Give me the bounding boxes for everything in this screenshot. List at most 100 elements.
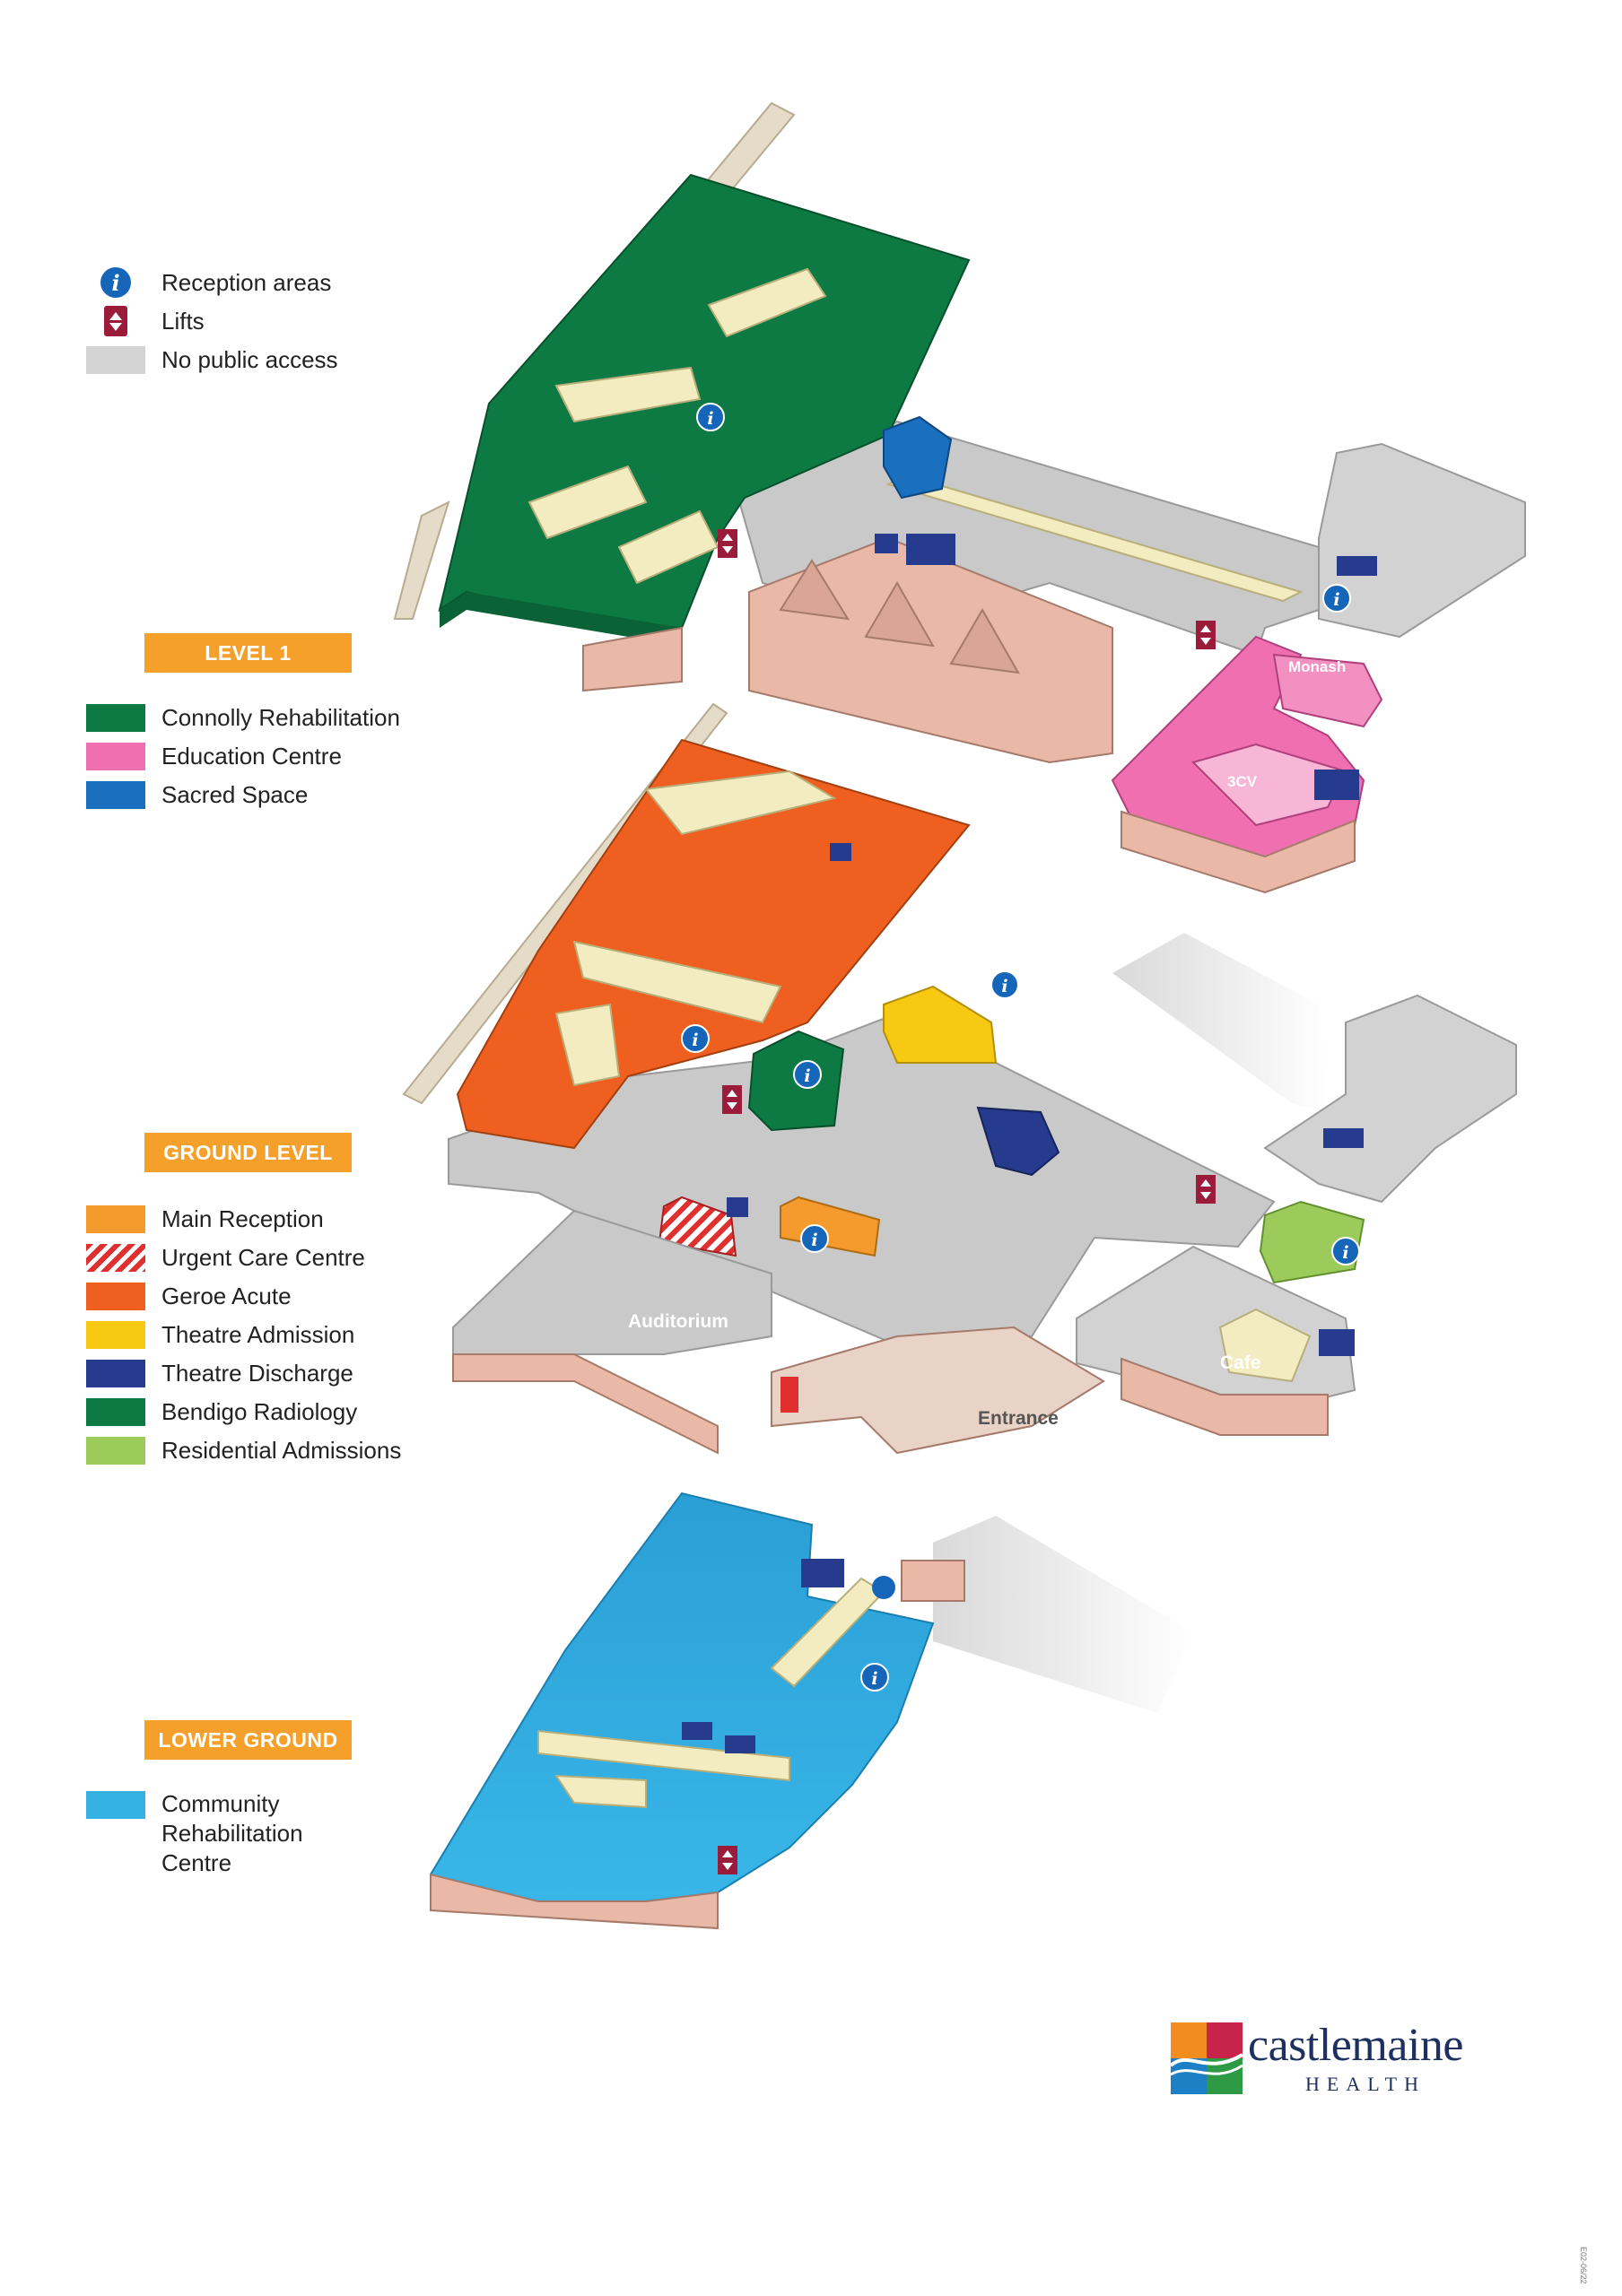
monash-room	[1272, 653, 1383, 728]
legend-label: Theatre Discharge	[161, 1360, 353, 1387]
level1-accessible-sign	[875, 534, 898, 553]
lower-lift	[718, 1846, 737, 1874]
legend-row-lifts: Lifts	[86, 306, 205, 336]
level1-west-base	[582, 626, 683, 692]
theatre-admission-area	[883, 985, 998, 1064]
ground-toilet-sign-1	[830, 843, 851, 861]
legend-row: Sacred Space	[86, 779, 308, 810]
swatch	[86, 1359, 145, 1387]
legend-row: Bendigo Radiology	[86, 1396, 357, 1427]
legend-label: Residential Admissions	[161, 1437, 402, 1464]
swatch-no-public-access	[86, 345, 145, 374]
legend-label: Sacred Space	[161, 781, 309, 808]
ground-map: i i i i i	[402, 702, 1517, 1455]
theatre-discharge-area	[976, 1106, 1060, 1177]
ground-east-wing	[1263, 994, 1517, 1204]
ground-lift-1	[722, 1085, 742, 1114]
legend-label: Education Centre	[161, 743, 342, 770]
cafe-toilet-sign	[1319, 1329, 1355, 1356]
ground-reception-1: i	[681, 1024, 710, 1053]
geroe-courtyard-1	[644, 770, 837, 836]
ground-level-badge: GROUND LEVEL	[144, 1133, 352, 1172]
swatch	[86, 1205, 145, 1233]
education-toilet-sign	[1314, 770, 1359, 800]
auditorium-wall	[452, 1353, 719, 1455]
lower-toilet-sign-2	[725, 1735, 755, 1753]
swatch	[86, 703, 145, 732]
legend-row: Community Rehabilitation Centre	[86, 1789, 323, 1878]
lower-ground-wall	[430, 1873, 719, 1930]
lower-accessible-sign	[872, 1576, 895, 1599]
legend-label: Urgent Care Centre	[161, 1244, 365, 1271]
level1-reception-1: i	[696, 403, 725, 431]
level1-courtyard-1	[554, 366, 702, 423]
document-code: E02-06/22	[1579, 2247, 1588, 2284]
3cv-label: 3CV	[1227, 773, 1258, 790]
sacred-space-area	[883, 415, 953, 500]
legend-row: Education Centre	[86, 741, 342, 771]
svg-text:i: i	[1342, 1243, 1348, 1263]
community-rehabilitation-area	[430, 1492, 935, 1902]
level1-toilet-sign-1	[906, 534, 955, 565]
legend-label: Geroe Acute	[161, 1283, 292, 1309]
entrance-label: Entrance	[978, 1408, 1059, 1429]
svg-text:i: i	[1333, 590, 1339, 610]
ground-reception-2: i	[793, 1060, 822, 1089]
logo-mark-icon	[1171, 2022, 1243, 2094]
legend-label: Lifts	[161, 308, 205, 335]
level1-walkway-lower	[393, 500, 450, 620]
geroe-courtyard-3	[554, 1003, 621, 1087]
level1-reception-2: i	[1322, 584, 1351, 613]
level1-east-wing	[1318, 442, 1526, 639]
level1-toilet-sign-2	[1337, 556, 1377, 576]
legend-label: Theatre Admission	[161, 1321, 355, 1348]
legend-label: Reception areas	[161, 269, 332, 296]
ground-car-park	[1112, 933, 1328, 1112]
ground-lift-2	[1196, 1175, 1216, 1204]
legend-row-no-public-access: No public access	[86, 344, 338, 375]
logo-subtitle: HEALTH	[1305, 2073, 1426, 2095]
svg-text:i: i	[804, 1066, 810, 1086]
info-icon: i	[100, 267, 131, 298]
lower-toilet-sign-1	[682, 1722, 712, 1740]
lower-corridor-1	[537, 1729, 790, 1782]
auditorium-label: Auditorium	[628, 1311, 728, 1332]
cafe-label: Cafe	[1220, 1352, 1261, 1373]
ground-reception-5: i	[1331, 1237, 1360, 1265]
ambulance-bay	[780, 1377, 798, 1413]
castlemaine-health-logo: castlemaine HEALTH	[1171, 2020, 1530, 2112]
legend-label: Community Rehabilitation Centre	[161, 1790, 303, 1876]
level1-gable-3	[949, 608, 1020, 674]
geroe-courtyard-2	[572, 940, 782, 1024]
lift-icon	[104, 306, 127, 336]
swatch	[86, 1791, 145, 1819]
legend-row: Theatre Admission	[86, 1319, 354, 1350]
lower-ground-map: i	[430, 1492, 1193, 1930]
legend-label: Connolly Rehabilitation	[161, 704, 400, 731]
svg-text:i: i	[1001, 977, 1007, 996]
cafe-seating	[1218, 1308, 1312, 1383]
ucc-toilet-sign	[727, 1197, 748, 1217]
swatch	[86, 1436, 145, 1465]
monash-label: Monash	[1288, 658, 1347, 675]
legend-row: Connolly Rehabilitation	[86, 702, 400, 733]
level1-gable-2	[864, 581, 935, 648]
legend-row: Residential Admissions	[86, 1435, 401, 1465]
svg-text:i: i	[692, 1031, 698, 1050]
level1-badge: LEVEL 1	[144, 633, 352, 673]
ground-toilet-sign-2	[1323, 1128, 1364, 1148]
legend-row-reception: i Reception areas	[86, 267, 331, 298]
legend-label: Bendigo Radiology	[161, 1398, 358, 1425]
legend-label: Main Reception	[161, 1205, 324, 1232]
ground-reception-3: i	[990, 970, 1019, 999]
swatch	[86, 780, 145, 809]
lower-disabled-parking-sign	[801, 1559, 844, 1587]
education-centre-wall	[1121, 810, 1356, 894]
level1-gable-1	[779, 559, 850, 621]
swatch	[86, 1397, 145, 1426]
swatch-stripes	[86, 1243, 145, 1272]
level1-courtyard-2	[707, 267, 827, 338]
ground-reception-4: i	[800, 1224, 829, 1253]
level1-courtyard-3	[528, 465, 648, 540]
